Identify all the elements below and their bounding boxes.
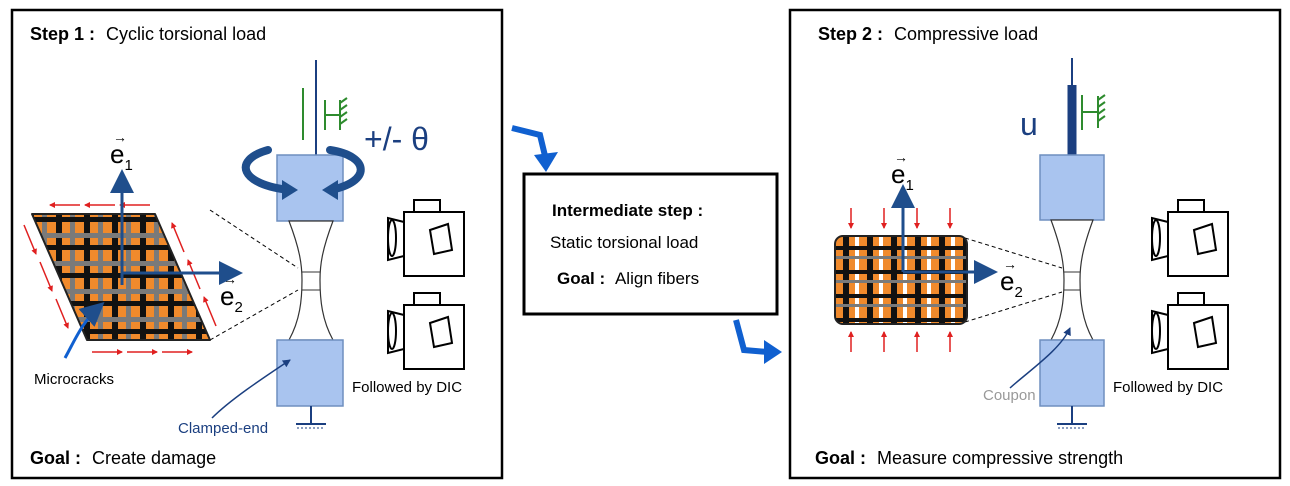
right-step-label: Step 2 : (818, 24, 883, 44)
svg-text:Goal : Create damage: Goal : Create damage (30, 448, 216, 468)
left-goal-text: Create damage (92, 448, 216, 468)
bottom-grip (276, 339, 344, 407)
svg-text:→: → (894, 149, 908, 165)
svg-text:Goal : Align fibers: Goal : Align fibers (557, 269, 699, 288)
camera-icon (387, 199, 465, 277)
flow-arrow-2 (733, 319, 769, 355)
camera-icon (1151, 292, 1229, 370)
bottom-grip (1039, 339, 1105, 407)
svg-text:→: → (113, 129, 127, 145)
top-grip (1039, 154, 1105, 221)
svg-text:→: → (1003, 256, 1017, 272)
spring-icon (1081, 94, 1106, 130)
flow-arrow-1 (511, 125, 549, 161)
middle-goal-label: Goal : (557, 269, 605, 288)
microcracks-label: Microcracks (34, 371, 114, 388)
rotation-arrow-icon (241, 146, 365, 194)
right-step-text: Compressive load (894, 24, 1038, 44)
middle-step-label: Intermediate step : (552, 201, 703, 220)
camera-icon (387, 292, 465, 370)
rotation-label: +/- θ (364, 121, 429, 157)
left-step-text: Cyclic torsional load (106, 24, 266, 44)
microcrack-pointer (63, 302, 105, 359)
svg-text:Step 1 : Cyclic torsiona: Step 1 : Cyclic torsional load (30, 24, 266, 44)
left-step-label: Step 1 : (30, 24, 95, 44)
coupon-label: Coupon (983, 387, 1036, 404)
svg-text:→: → (223, 271, 237, 287)
middle-goal-text: Align fibers (615, 269, 699, 288)
woven-patch-sheared (23, 169, 243, 359)
displacement-label: u (1020, 106, 1038, 142)
middle-step-text: Static torsional load (550, 233, 698, 252)
left-panel: Step 1 : Cyclic torsional load Goal : Cr… (10, 8, 504, 480)
svg-text:Goal : Measure compressi: Goal : Measure compressive strength (815, 448, 1123, 468)
right-goal-text: Measure compressive strength (877, 448, 1123, 468)
svg-text:Step 2 : Compressive loa: Step 2 : Compressive load (818, 24, 1038, 44)
compression-specimen: u (1020, 58, 1106, 429)
left-dic-label: Followed by DIC (352, 379, 462, 396)
woven-patch-aligned (834, 184, 998, 352)
clamped-end-label: Clamped-end (178, 420, 268, 437)
middle-panel: Intermediate step : Static torsional loa… (522, 172, 779, 316)
right-e1-label: e1 (891, 159, 914, 194)
torsion-specimen: +/- θ (241, 60, 429, 429)
right-dic-label: Followed by DIC (1113, 379, 1223, 396)
right-e2-label: e2 (1000, 266, 1023, 301)
left-e2-label: e2 (220, 281, 243, 316)
right-goal-label: Goal : (815, 448, 866, 468)
left-goal-label: Goal : (30, 448, 81, 468)
left-e1-label: e1 (110, 139, 133, 174)
middle-panel-frame (522, 172, 779, 316)
camera-icon (1151, 199, 1229, 277)
right-panel: Step 2 : Compressive load Goal : Measure… (788, 8, 1282, 480)
spring-icon (302, 88, 348, 140)
